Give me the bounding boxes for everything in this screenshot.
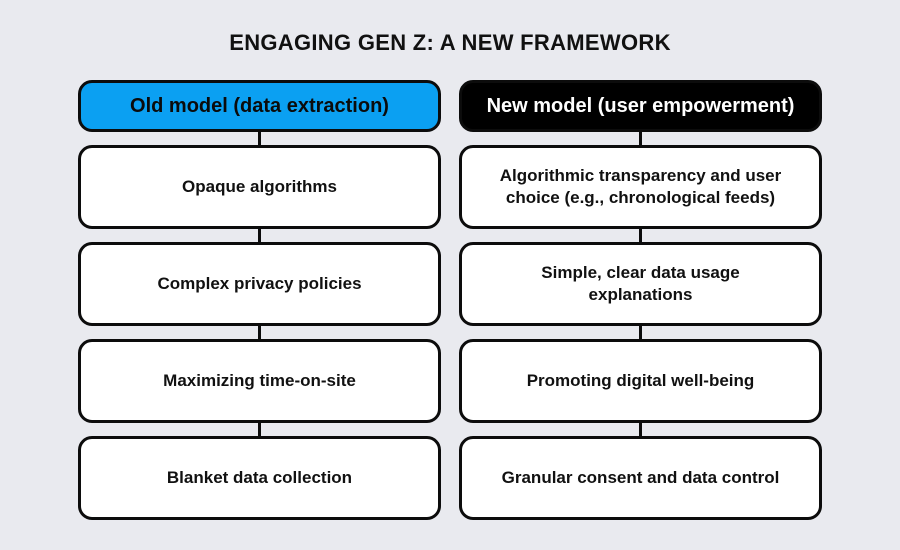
connector-line [639,132,642,145]
old-model-item-1: Opaque algorithms [78,145,441,229]
diagram-title: ENGAGING GEN Z: A NEW FRAMEWORK [229,30,671,55]
old-model-header: Old model (data extraction) [78,80,441,132]
new-model-item-1: Algorithmic transparency and user choice… [459,145,822,229]
connector-line [258,423,261,436]
framework-columns: Old model (data extraction) Opaque algor… [78,80,822,520]
connector-line [258,229,261,242]
old-model-item-2: Complex privacy policies [78,242,441,326]
connector-line [639,229,642,242]
new-model-header: New model (user empowerment) [459,80,822,132]
connector-line [639,423,642,436]
old-model-item-3: Maximizing time-on-site [78,339,441,423]
column-old-model: Old model (data extraction) Opaque algor… [78,80,441,520]
new-model-item-2: Simple, clear data usage explanations [459,242,822,326]
connector-line [258,326,261,339]
connector-line [258,132,261,145]
new-model-item-3: Promoting digital well-being [459,339,822,423]
column-new-model: New model (user empowerment) Algorithmic… [459,80,822,520]
new-model-item-4: Granular consent and data control [459,436,822,520]
connector-line [639,326,642,339]
old-model-item-4: Blanket data collection [78,436,441,520]
